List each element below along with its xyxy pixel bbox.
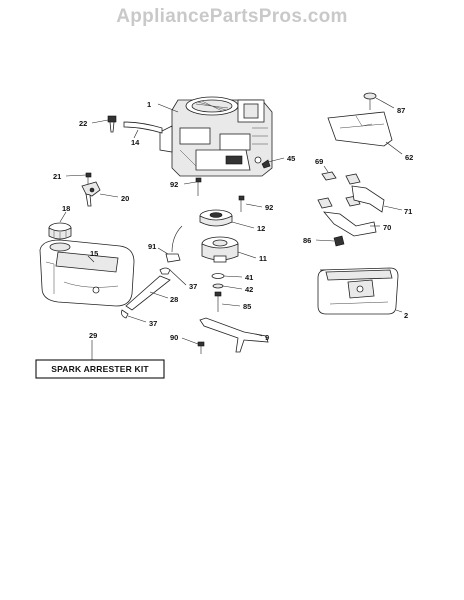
bracket-part (197, 317, 269, 354)
fuel-tank-part (39, 239, 135, 307)
callout-22: 22 (79, 119, 87, 128)
exhaust-pipe-part (323, 185, 385, 237)
callout-2: 2 (404, 311, 408, 320)
spark-arrester-kit-box (35, 359, 165, 379)
fitting-part (107, 115, 117, 133)
watermark: AppliancePartsPros.com (116, 6, 348, 27)
washer-part (211, 273, 225, 289)
callout-85: 85 (243, 302, 251, 311)
bolt-85-part (214, 291, 222, 312)
callout-29: 29 (89, 331, 97, 340)
callout-45: 45 (287, 154, 295, 163)
nut-86-part (333, 235, 345, 247)
callout-20: 20 (121, 194, 129, 203)
callout-1: 1 (147, 100, 151, 109)
bolt-part (195, 177, 245, 212)
callout-18: 18 (62, 204, 70, 213)
callout-37a: 37 (189, 282, 197, 291)
callout-91: 91 (148, 242, 156, 251)
callout-92a: 92 (170, 180, 178, 189)
callout-90: 90 (170, 333, 178, 342)
callout-69: 69 (315, 157, 323, 166)
callout-87: 87 (397, 106, 405, 115)
engine-part (159, 96, 273, 177)
nut-69-part (317, 171, 361, 209)
clamp-part (81, 181, 101, 207)
hose-part (123, 121, 163, 134)
callout-9: 9 (265, 333, 269, 342)
callout-86: 86 (303, 236, 311, 245)
screw-part (85, 172, 92, 184)
callout-41: 41 (245, 273, 253, 282)
callout-62: 62 (405, 153, 413, 162)
nut-part (165, 225, 183, 263)
muffler-part (317, 267, 399, 315)
callout-12: 12 (257, 224, 265, 233)
callout-28: 28 (170, 295, 178, 304)
fuel-cap-part (48, 222, 72, 240)
pulley-part (199, 209, 233, 227)
clutch-part (201, 236, 239, 263)
callout-42: 42 (245, 285, 253, 294)
fuel-line-part (121, 267, 171, 319)
callout-14: 14 (131, 138, 140, 147)
callout-92b: 92 (265, 203, 273, 212)
callout-37b: 37 (149, 319, 157, 328)
screw-87-part (363, 92, 377, 110)
callout-21: 21 (53, 172, 61, 181)
spark-arrester-kit-label: SPARK ARRESTER KIT (51, 364, 149, 374)
heat-shield-part (327, 111, 393, 147)
callout-71: 71 (404, 207, 412, 216)
callout-11: 11 (259, 254, 267, 263)
callout-15: 15 (90, 249, 98, 258)
callout-70: 70 (383, 223, 391, 232)
